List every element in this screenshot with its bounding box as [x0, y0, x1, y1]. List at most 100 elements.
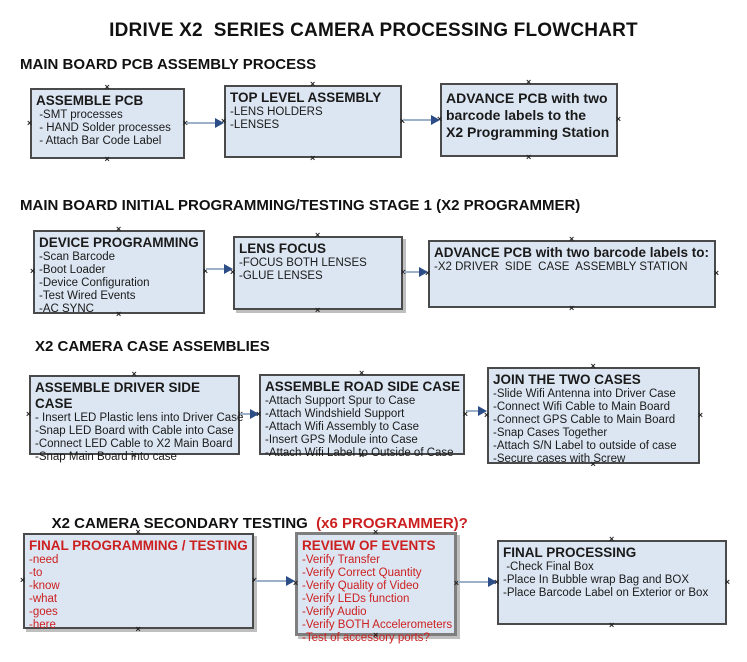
box-item: -Verify BOTH Accelerometers — [302, 619, 453, 631]
flow-arrow — [404, 265, 428, 279]
box-title: REVIEW OF EVENTS — [302, 538, 436, 553]
arrow-head-icon — [419, 267, 428, 277]
anchor-x-icon: × — [27, 117, 33, 128]
anchor-x-icon: × — [609, 620, 615, 630]
section-heading-initial-programming: MAIN BOARD INITIAL PROGRAMMING/TESTING S… — [20, 197, 581, 214]
arrow-line — [466, 410, 480, 412]
box-items: -X2 DRIVER SIDE CASE ASSEMBLY STATION — [434, 261, 714, 274]
anchor-x-icon: × — [26, 409, 32, 419]
arrow-line — [403, 119, 433, 121]
anchor-x-icon: × — [453, 578, 459, 588]
arrow-line — [458, 581, 490, 583]
box-item: -LENSES — [230, 119, 280, 131]
box-title: ASSEMBLE ROAD SIDE CASE — [265, 379, 461, 394]
box-title: LENS FOCUS — [239, 241, 327, 256]
anchor-x-icon: × — [526, 77, 532, 87]
box-item: -Test Wired Events — [39, 290, 136, 302]
anchor-x-icon: × — [315, 230, 321, 240]
heading-black-part: X2 CAMERA SECONDARY TESTING — [51, 515, 312, 532]
anchor-x-icon: × — [569, 234, 575, 244]
anchor-x-icon: × — [569, 303, 575, 313]
box-title: ADVANCE PCB with two barcode labels to: — [434, 245, 710, 260]
box-item: -goes — [29, 606, 58, 618]
anchor-x-icon: × — [310, 79, 316, 89]
box-item: -SMT processes — [36, 109, 123, 121]
box-item: - Attach Bar Code Label — [36, 135, 162, 147]
box-item: -Attach Support Spur to Case — [265, 395, 416, 407]
flow-arrow — [466, 404, 487, 418]
box-title: TOP LEVEL ASSEMBLY — [230, 90, 382, 105]
arrow-head-icon — [250, 409, 259, 419]
box-items: -FOCUS BOTH LENSES-GLUE LENSES — [239, 257, 401, 283]
box-item: -Boot Loader — [39, 264, 106, 276]
box-lens-focus: LENS FOCUS -FOCUS BOTH LENSES-GLUE LENSE… — [230, 231, 406, 315]
anchor-x-icon: × — [526, 152, 532, 162]
box-items: -need-to-know-what-goes-here — [29, 554, 252, 632]
arrow-line — [206, 268, 226, 270]
box-item: -X2 DRIVER SIDE CASE ASSEMBLY STATION — [434, 261, 688, 273]
anchor-x-icon: × — [462, 408, 468, 419]
box-item: -Secure cases with Screw — [493, 453, 626, 465]
box-item: -Snap LED Board with Cable into Case — [35, 425, 234, 437]
box-item: -Place Barcode Label on Exterior or Box — [503, 587, 709, 599]
arrow-head-icon — [431, 115, 440, 125]
box-item: -what — [29, 593, 58, 605]
box-item: -Device Configuration — [39, 277, 150, 289]
section-heading-pcb-assembly: MAIN BOARD PCB ASSEMBLY PROCESS — [20, 56, 317, 73]
box-item: -Attach Windshield Support — [265, 408, 405, 420]
arrow-line — [186, 122, 217, 124]
anchor-x-icon: × — [713, 268, 719, 278]
anchor-x-icon: × — [131, 450, 137, 460]
box-title: FINAL PROCESSING — [503, 545, 637, 560]
box-item: -GLUE LENSES — [239, 270, 323, 282]
anchor-x-icon: × — [310, 153, 316, 163]
box-assemble-driver-side-case: ASSEMBLE DRIVER SIDE CASE - Insert LED P… — [26, 370, 243, 464]
box-item: -Place In Bubble wrap Bag and BOX — [503, 574, 690, 586]
box-item: -AC SYNC — [39, 303, 94, 315]
box-final-programming-testing: FINAL PROGRAMMING / TESTING -need-to-kno… — [20, 528, 257, 634]
box-item: -Attach S/N Label to outside of case — [493, 440, 677, 452]
anchor-x-icon: × — [30, 266, 36, 276]
arrow-head-icon — [488, 577, 497, 587]
anchor-x-icon: × — [131, 369, 137, 379]
box-final-processing: FINAL PROCESSING -Check Final Box-Place … — [494, 535, 730, 630]
box-items: -SMT processes - HAND Solder processes -… — [36, 109, 183, 148]
anchor-x-icon: × — [20, 575, 26, 585]
anchor-x-icon: × — [359, 450, 365, 460]
box-item: -Connect LED Cable to X2 Main Board — [35, 438, 233, 450]
box-advance-pcb-programming-station: ADVANCE PCB with two barcode labels to t… — [437, 78, 621, 162]
section-heading-secondary-testing: X2 CAMERA SECONDARY TESTING (x6 PROGRAMM… — [35, 498, 468, 549]
box-device-programming: DEVICE PROGRAMMING -Scan Barcode-Boot Lo… — [30, 225, 208, 319]
page-title: IDRIVE X2 SERIES CAMERA PROCESSING FLOWC… — [109, 20, 638, 41]
box-items: -Verify Transfer-Verify Correct Quantity… — [302, 554, 454, 645]
box-review-of-events: REVIEW OF EVENTS -Verify Transfer-Verify… — [293, 528, 459, 645]
box-title: ASSEMBLE DRIVER SIDE CASE — [35, 380, 201, 411]
box-item: -Insert GPS Module into Case — [265, 434, 418, 446]
anchor-x-icon: × — [373, 527, 379, 537]
anchor-x-icon: × — [359, 368, 365, 378]
arrow-head-icon — [478, 406, 487, 416]
box-item: -Snap Cases Together — [493, 427, 608, 439]
anchor-x-icon: × — [202, 266, 208, 276]
box-title: ADVANCE PCB with two barcode labels to t… — [446, 90, 610, 140]
box-top-level-assembly: TOP LEVEL ASSEMBLY -LENS HOLDERS-LENSES … — [221, 80, 405, 163]
anchor-x-icon: × — [183, 118, 188, 128]
box-item: -need — [29, 554, 59, 566]
flow-arrow — [458, 575, 497, 589]
box-item: -Check Final Box — [503, 561, 594, 573]
anchor-x-icon: × — [609, 534, 615, 544]
anchor-x-icon: × — [252, 576, 257, 585]
box-item: -Test of accessory ports? — [302, 632, 430, 644]
anchor-x-icon: × — [697, 409, 703, 420]
box-title: FINAL PROGRAMMING / TESTING — [29, 538, 248, 553]
box-item: -to — [29, 567, 43, 579]
arrow-head-icon — [215, 118, 224, 128]
arrow-head-icon — [286, 576, 295, 586]
arrow-head-icon — [224, 264, 233, 274]
box-title: DEVICE PROGRAMMING — [39, 235, 199, 250]
box-item: -Verify Quality of Video — [302, 580, 419, 592]
box-join-two-cases: JOIN THE TWO CASES -Slide Wifi Antenna i… — [484, 362, 703, 469]
anchor-x-icon: × — [104, 82, 110, 92]
box-items: -Scan Barcode-Boot Loader-Device Configu… — [39, 251, 203, 316]
